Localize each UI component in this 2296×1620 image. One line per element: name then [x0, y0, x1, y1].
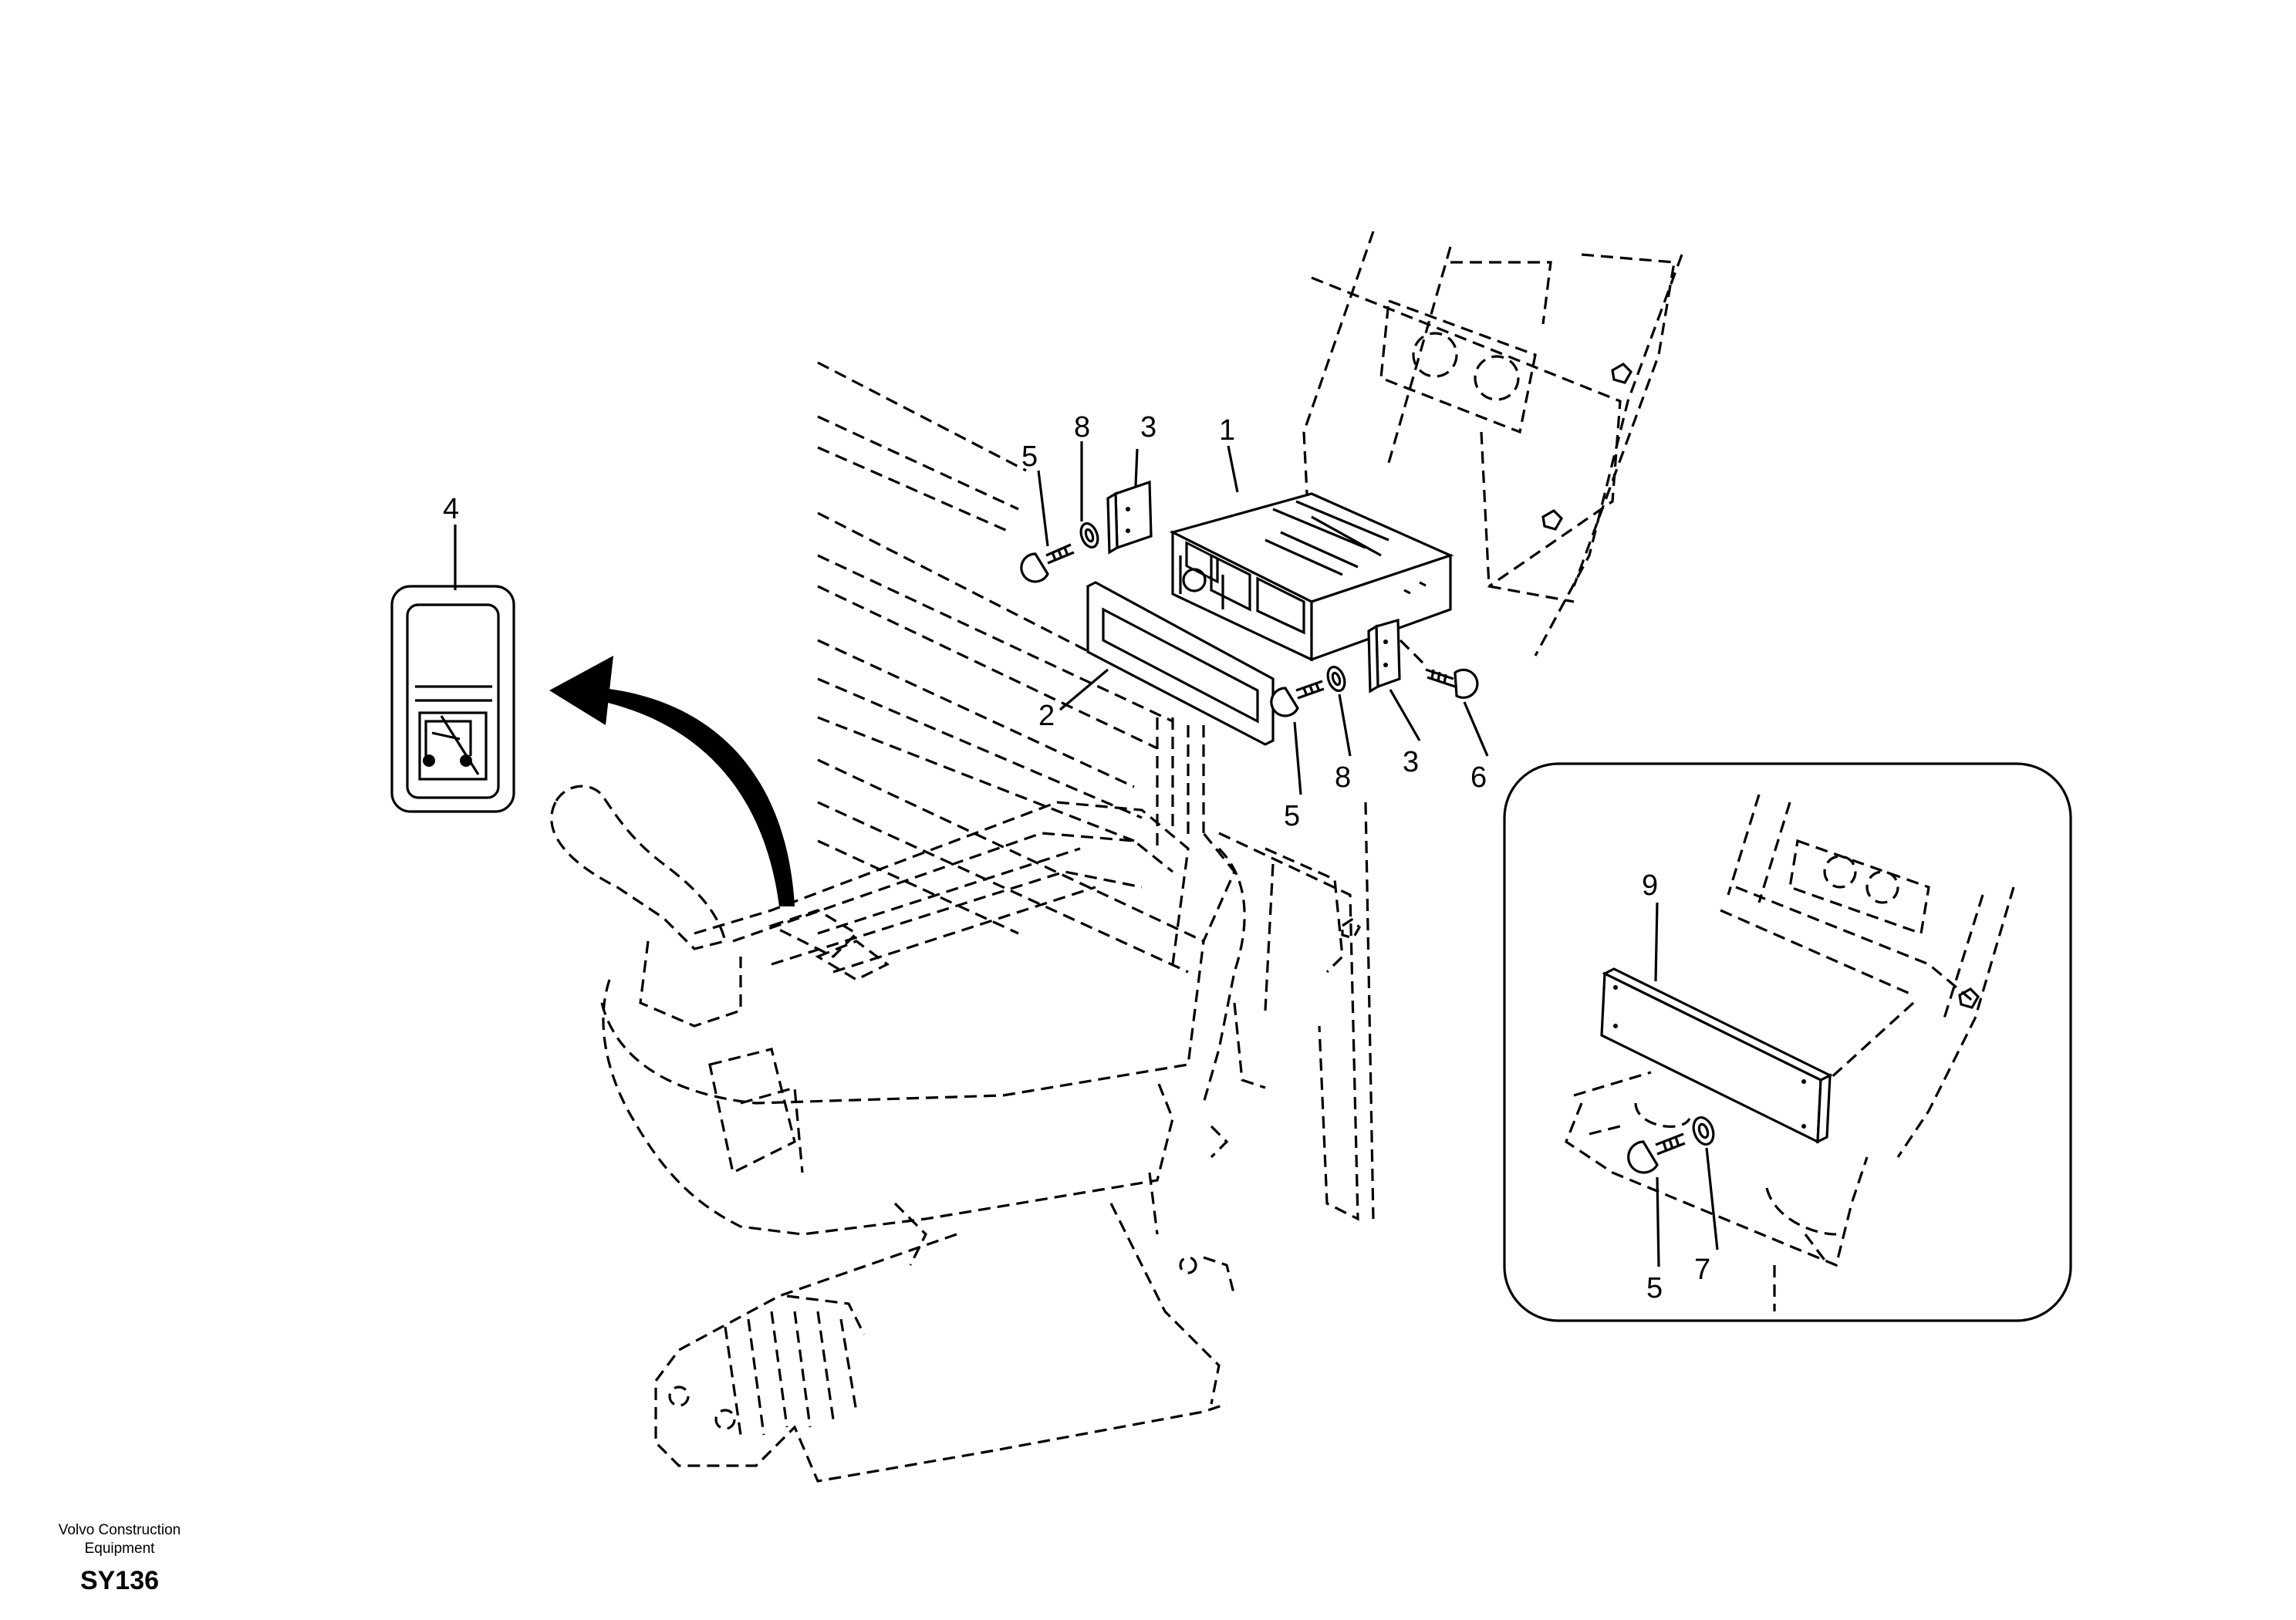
assembly-line [1399, 639, 1429, 669]
screw-part-5-upper [1020, 543, 1075, 583]
washer-part-8-upper [1079, 521, 1099, 549]
rocker-switch-part-4 [390, 585, 515, 813]
callout-5-inset: 5 [1646, 1272, 1663, 1304]
screw-part-5-lower [1270, 680, 1325, 717]
footer-drawing-code: SY136 [79, 1566, 160, 1595]
control-console-outline [550, 785, 1361, 1483]
callout-5-lower: 5 [1284, 800, 1300, 832]
trim-bezel-part-2 [1086, 581, 1275, 746]
curved-arrow-icon [549, 656, 795, 906]
detail-inset [1503, 762, 2072, 1322]
callout-5-upper: 5 [1021, 440, 1038, 473]
footer-brand: Volvo Construction Equipment [58, 1522, 181, 1557]
callout-9: 9 [1642, 869, 1658, 902]
callout-2: 2 [1038, 700, 1055, 732]
callout-8-upper: 8 [1074, 411, 1090, 444]
callout-labels: 1 3 8 5 4 2 5 8 3 6 9 5 7 [443, 411, 1710, 1304]
washer-part-7 [1692, 1115, 1715, 1146]
callout-3-lower: 3 [1403, 746, 1419, 778]
callout-4: 4 [443, 493, 459, 525]
screw-part-6 [1425, 668, 1479, 699]
callout-6: 6 [1470, 761, 1487, 794]
callout-8-lower: 8 [1335, 761, 1351, 794]
callout-3-upper: 3 [1140, 411, 1156, 444]
leader-lines [454, 441, 1719, 1267]
callout-1: 1 [1219, 414, 1235, 447]
washer-part-8-lower [1326, 665, 1346, 693]
screw-part-5-inset [1627, 1140, 1659, 1174]
radio-unit-part-1 [1169, 492, 1454, 662]
bracket-part-3-upper [1106, 480, 1153, 555]
bracket-part-3-lower [1367, 618, 1401, 694]
callout-7: 7 [1694, 1254, 1710, 1286]
